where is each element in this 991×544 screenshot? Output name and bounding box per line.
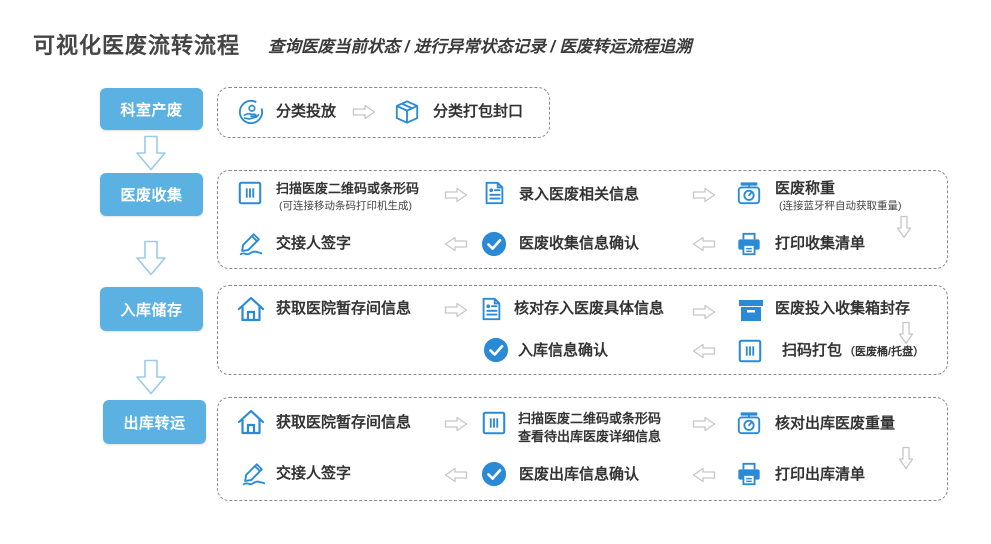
arrow-right-icon xyxy=(692,187,716,203)
step-label-scan-pack-text: 扫码打包 xyxy=(782,342,843,359)
page-title: 可视化医废流转流程 xyxy=(33,33,241,58)
step-label-transfer-confirm: 医废出库信息确认 xyxy=(519,466,640,483)
stage-transfer: 出库转运 xyxy=(103,400,206,444)
arrow-right-icon xyxy=(444,416,468,432)
arrow-down-icon xyxy=(896,215,912,239)
home-icon xyxy=(237,408,265,436)
step-label-sort-dispose: 分类投放 xyxy=(276,103,337,120)
step-label-weigh: 医废称重 xyxy=(775,180,836,197)
stage-down-arrow-icon xyxy=(135,135,167,171)
step-label-verify-info: 核对存入医废具体信息 xyxy=(514,300,665,317)
barcode-scan-icon xyxy=(737,338,763,364)
step-label-storage-confirm: 入库信息确认 xyxy=(518,342,609,359)
arrow-right-icon xyxy=(352,104,376,120)
stage-down-arrow-icon xyxy=(135,359,167,395)
check-circle-icon xyxy=(481,461,507,487)
arrow-right-icon xyxy=(444,187,468,203)
step-label-scan-code: 扫描医废二维码或条形码 xyxy=(518,411,662,426)
step-label-sign: 交接人签字 xyxy=(276,465,352,482)
step-label-pack-seal: 分类打包封口 xyxy=(433,103,524,120)
step-note-scan-pack: （医废桶/托盘） xyxy=(844,346,925,358)
page-subtitle: 查询医废当前状态 / 进行异常状态记录 / 医废转运流程追溯 xyxy=(268,38,692,56)
stage-collect: 医废收集 xyxy=(100,173,203,216)
pen-sign-icon xyxy=(241,461,267,487)
arrow-right-icon xyxy=(444,302,468,318)
storage-flow-box xyxy=(217,285,948,375)
home-icon xyxy=(237,295,265,323)
package-icon xyxy=(394,99,420,125)
arrow-left-icon xyxy=(692,236,716,252)
step-label-scan-code: 扫描医废二维码或条形码 xyxy=(276,181,420,196)
step-label-sign: 交接人签字 xyxy=(276,235,352,252)
step-label-scan-pack: 扫码打包（医废桶/托盘） xyxy=(782,342,924,361)
arrow-left-icon xyxy=(692,343,716,359)
step-label-get-room-info: 获取医院暂存间信息 xyxy=(276,300,412,317)
step-note-weigh: (连接蓝牙秤自动获取重量) xyxy=(779,200,902,212)
arrow-right-icon xyxy=(692,304,716,320)
document-icon xyxy=(478,296,504,322)
step-label-verify-weight: 核对出库医废重量 xyxy=(775,415,896,432)
document-icon xyxy=(481,180,507,206)
step-detail-view-info: 查看待出库医废详细信息 xyxy=(518,429,662,444)
stage-produce: 科室产废 xyxy=(100,88,203,130)
transfer-flow-box xyxy=(217,397,948,501)
arrow-left-icon xyxy=(444,236,468,252)
arrow-down-icon xyxy=(898,446,914,470)
printer-icon xyxy=(736,461,762,487)
stage-down-arrow-icon xyxy=(135,240,167,276)
storage-box-icon xyxy=(737,296,765,324)
step-label-print-list: 打印出库清单 xyxy=(775,466,866,483)
check-circle-icon xyxy=(483,337,509,363)
collect-flow-box xyxy=(217,170,948,269)
step-note-scan-code: (可连接移动条码打印机生成) xyxy=(279,200,412,212)
step-label-enter-info: 录入医废相关信息 xyxy=(519,186,640,203)
arrow-left-icon xyxy=(444,467,468,483)
step-label-confirm: 医废收集信息确认 xyxy=(519,235,640,252)
barcode-scan-icon xyxy=(481,410,507,436)
step-label-get-room-info: 获取医院暂存间信息 xyxy=(276,414,412,431)
arrow-right-icon xyxy=(692,416,716,432)
pen-sign-icon xyxy=(238,231,264,257)
hand-sort-icon xyxy=(238,99,264,125)
scale-icon xyxy=(736,180,762,206)
printer-icon xyxy=(736,231,762,257)
barcode-scan-icon xyxy=(237,180,263,206)
scale-icon xyxy=(736,410,762,436)
arrow-left-icon xyxy=(692,467,716,483)
produce-flow-box xyxy=(217,87,550,138)
stage-storage: 入库储存 xyxy=(100,287,203,331)
step-label-seal-box: 医废投入收集箱封存 xyxy=(775,300,911,317)
check-circle-icon xyxy=(481,231,507,257)
step-label-print-list: 打印收集清单 xyxy=(775,235,866,252)
